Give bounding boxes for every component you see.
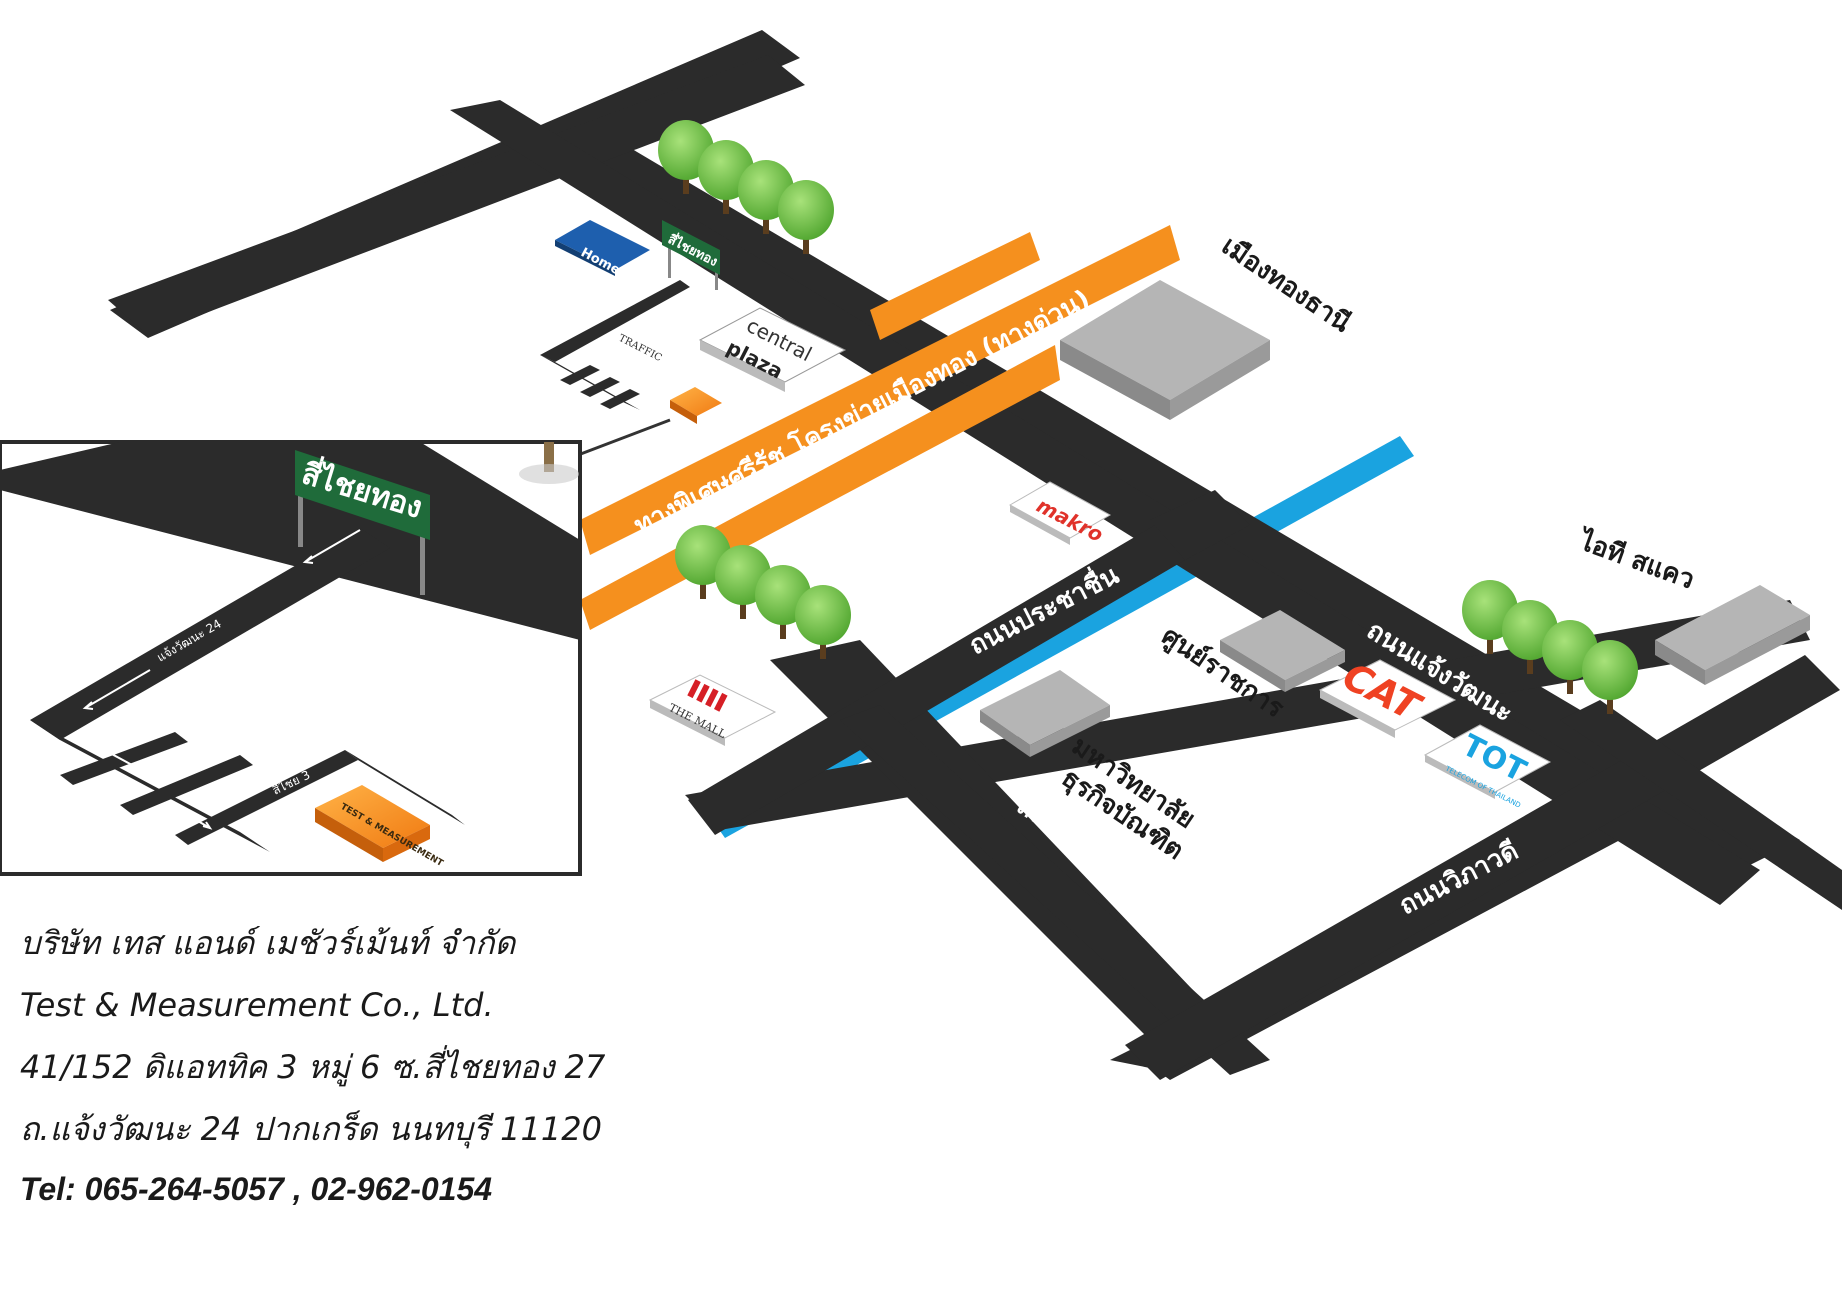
- small-soi-map: แจ้งวัฒนะ 24 TRAFFIC: [540, 273, 722, 424]
- logo-tot: TOT TELECOM OF THAILAND: [1423, 724, 1552, 810]
- company-address-line2: ถ.แจ้งวัฒนะ 24 ปากเกร็ด นนทบุรี 11120: [20, 1110, 602, 1148]
- inset-map: แจ้งวัฒนะ 24 สี่ไชย 1 สี่ไชย 2 สี่ไชย 3 …: [0, 440, 582, 876]
- inset-pointer: [577, 418, 671, 457]
- building-muang-thong: [1060, 280, 1270, 420]
- building-govt-center: [1220, 610, 1345, 692]
- company-name-en: Test & Measurement Co., Ltd.: [20, 986, 494, 1024]
- company-address-line1: 41/152 ดิแอททิค 3 หมู่ 6 ซ.สี่ไชยทอง 27: [20, 1048, 606, 1086]
- trees-right: [1462, 580, 1638, 714]
- logo-the-mall: THE MALL: [648, 674, 777, 746]
- trees-middle: [675, 525, 851, 659]
- company-name-th: บริษัท เทส แอนด์ เมชัวร์เม้นท์ จำกัด: [20, 924, 516, 962]
- company-tel: Tel: 065-264-5057 , 02-962-0154: [20, 1171, 493, 1207]
- logo-homepro: HomePro: [555, 220, 650, 290]
- trees-top: [658, 120, 834, 254]
- company-info: บริษัท เทส แอนด์ เมชัวร์เม้นท์ จำกัด Tes…: [20, 912, 740, 1218]
- buildings: [980, 280, 1810, 757]
- building-it-square: [1655, 585, 1810, 685]
- building-university: [980, 670, 1110, 757]
- landmark-it-square: ไอที สแคว: [1573, 523, 1699, 595]
- logo-traffic-text: TRAFFIC: [617, 333, 664, 364]
- logo-makro: makro: [1008, 481, 1112, 547]
